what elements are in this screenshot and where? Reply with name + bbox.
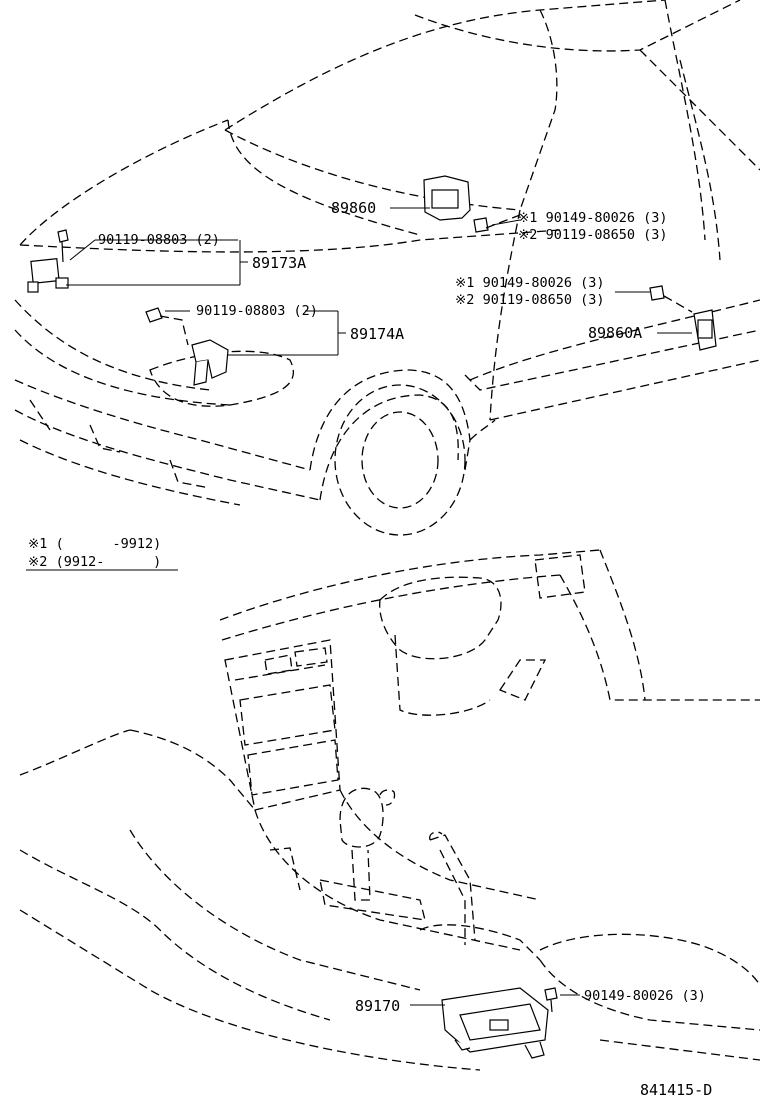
leader-lines-lower bbox=[410, 994, 580, 1006]
callout-89170: 89170 bbox=[355, 997, 400, 1015]
sensor-89860a bbox=[649, 285, 717, 351]
module-89170 bbox=[441, 987, 558, 1059]
callout-89860: 89860 bbox=[331, 199, 376, 217]
bolt-label-89170: 90149-80026 (3) bbox=[584, 988, 706, 1004]
figure-id: 841415-D bbox=[640, 1081, 712, 1099]
bracket-89174a bbox=[145, 307, 229, 386]
legend-note-1: ※1 ( -9912) bbox=[28, 536, 161, 552]
callout-89173a: 89173A bbox=[252, 254, 306, 272]
callout-89860a: 89860A bbox=[588, 324, 642, 342]
callout-89174a: 89174A bbox=[350, 325, 404, 343]
bolt-label-89860a-2: ※2 90119-08650 (3) bbox=[455, 292, 604, 308]
bolt-label-89173a: 90119-08803 (2) bbox=[98, 232, 220, 248]
car-body-outline bbox=[14, 0, 760, 536]
bolt-label-89860-2: ※2 90119-08650 (3) bbox=[518, 227, 667, 243]
interior-console-outline bbox=[19, 549, 760, 1071]
bolt-label-89860-1: ※1 90149-80026 (3) bbox=[518, 210, 667, 226]
sensor-89173a bbox=[27, 229, 69, 293]
leader-lines-upper bbox=[66, 207, 692, 356]
sensor-89860 bbox=[423, 175, 521, 233]
bolt-label-89860a-1: ※1 90149-80026 (3) bbox=[455, 275, 604, 291]
bolt-label-89174a: 90119-08803 (2) bbox=[196, 303, 318, 319]
legend-note-2: ※2 (9912- ) bbox=[28, 554, 161, 570]
